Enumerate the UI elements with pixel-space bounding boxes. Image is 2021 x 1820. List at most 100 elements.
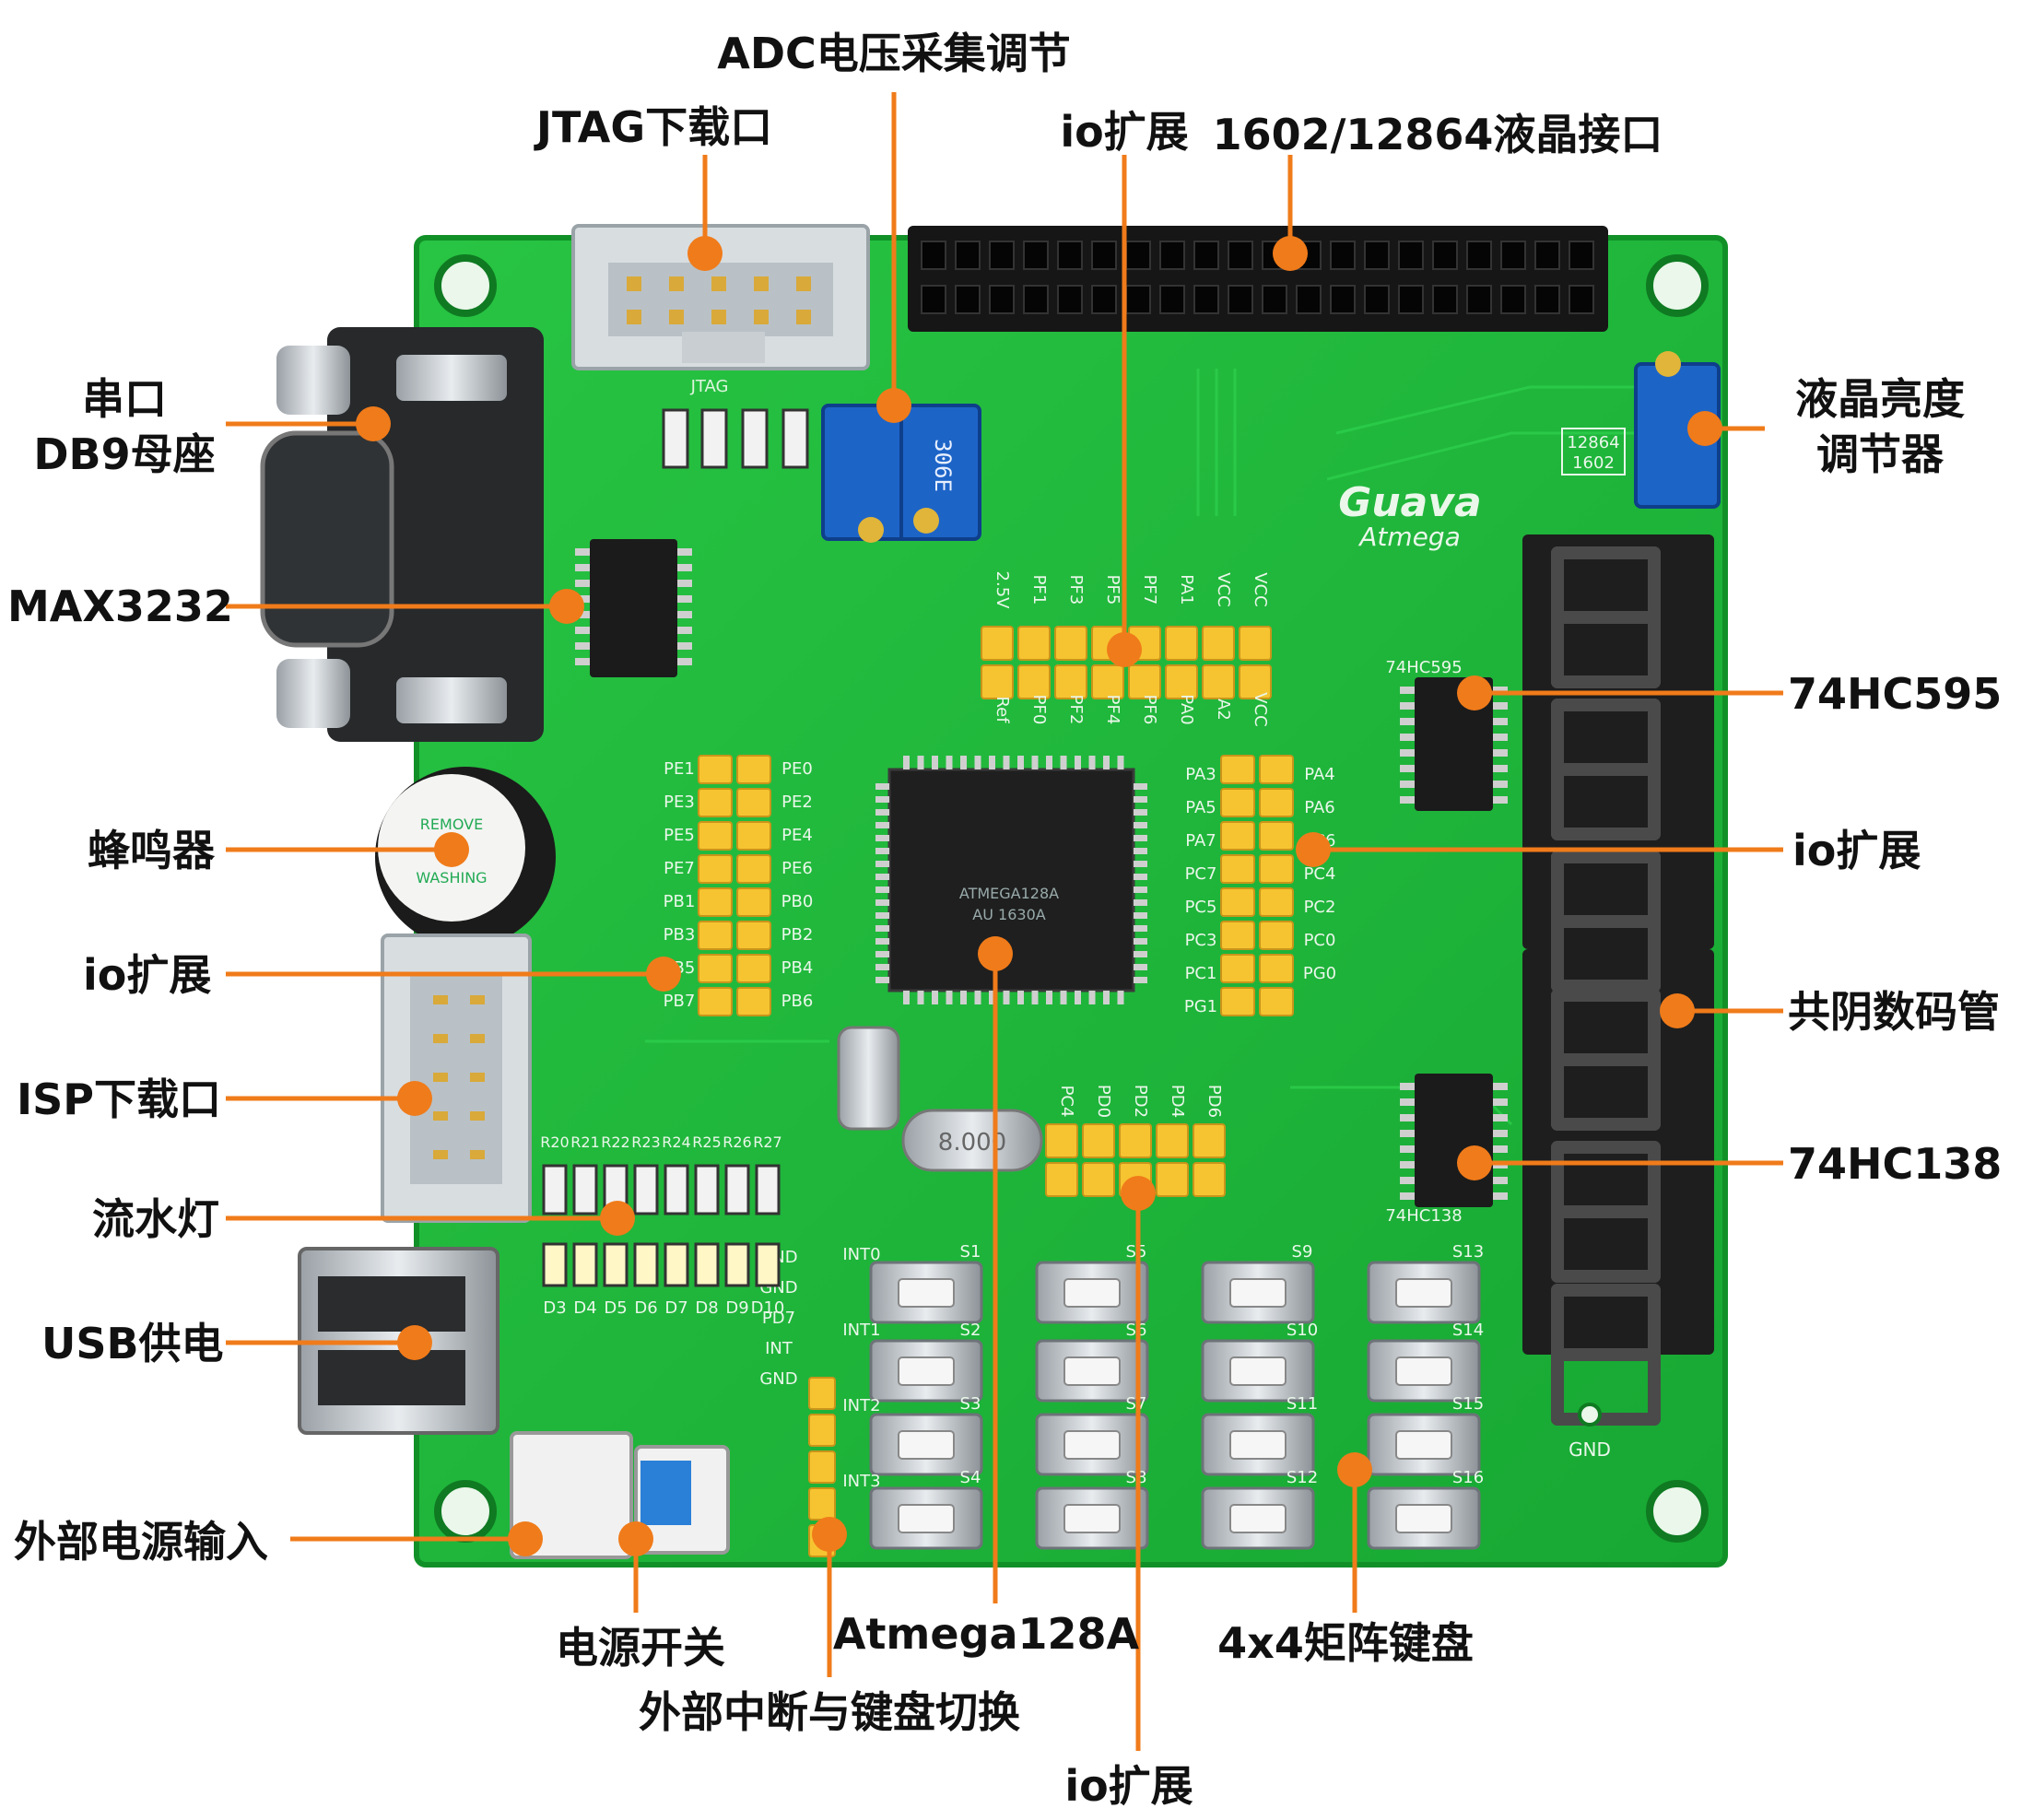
chip-leg <box>1134 925 1147 932</box>
isp-pin <box>470 1073 485 1082</box>
chip-leg <box>677 627 692 634</box>
lcd-socket <box>1057 285 1083 314</box>
chip-leg <box>1493 734 1508 741</box>
pin-label: PA0 <box>1177 694 1196 724</box>
key-label: S14 <box>1452 1321 1484 1340</box>
chip-leg <box>1400 702 1415 710</box>
key-cap <box>898 1278 955 1308</box>
lcd-socket <box>1193 285 1219 314</box>
chip-leg <box>1134 899 1147 906</box>
chip-leg <box>1088 991 1096 1004</box>
header-pin <box>1220 887 1255 917</box>
isp-pin <box>433 1034 448 1043</box>
jtag-connector: JTAG <box>571 224 870 396</box>
chip-leg <box>575 658 590 665</box>
key-cap <box>1229 1278 1287 1308</box>
header-pin <box>1259 821 1294 851</box>
chip-leg <box>875 887 889 893</box>
lcd-socket <box>1500 285 1526 314</box>
label-power-switch: 电源开关 <box>556 1623 725 1673</box>
isp-pin <box>433 1073 448 1082</box>
resistor-label: R24 <box>662 1133 690 1151</box>
chip-leg <box>875 848 889 854</box>
callout-dot <box>549 589 584 624</box>
key-label: S10 <box>1287 1321 1318 1340</box>
pin-label: PB6 <box>781 992 814 1011</box>
pin-label: PE3 <box>664 793 695 812</box>
pin-label: PG1 <box>1184 997 1217 1016</box>
chip-leg <box>677 595 692 603</box>
key-cap <box>1063 1356 1121 1386</box>
label-adc: ADC电压采集调节 <box>717 29 1071 78</box>
lcd-socket <box>1569 241 1594 270</box>
lcd-socket <box>1057 241 1083 270</box>
pin-label: GND <box>759 1369 797 1389</box>
pin-label: PE5 <box>664 826 695 845</box>
pin-label: PF2 <box>1066 695 1086 725</box>
vr1-line1: 12864 <box>1567 433 1619 452</box>
label-ext-power: 外部电源输入 <box>14 1517 268 1567</box>
callout-dot <box>1296 832 1331 867</box>
header-pin <box>1082 1123 1115 1158</box>
pin-label: PA6 <box>1304 798 1334 817</box>
pin-label: PC3 <box>1185 931 1217 950</box>
pin-label: PA1 <box>1177 574 1196 605</box>
lcd-socket <box>1466 241 1492 270</box>
header-pin <box>1259 987 1294 1016</box>
adc-potentiometers: 306E <box>821 404 981 543</box>
pin-label: PD7 <box>762 1309 795 1328</box>
label-io-bottom: io扩展 <box>1064 1761 1193 1811</box>
chip-leg <box>1103 991 1110 1004</box>
pin-label: PF0 <box>1029 695 1049 725</box>
key-cap <box>1395 1430 1452 1460</box>
led <box>542 1242 568 1287</box>
header-pin <box>736 954 771 983</box>
chip-leg <box>1075 991 1081 1004</box>
isp-pin <box>470 1150 485 1159</box>
header-pin <box>1119 1123 1152 1158</box>
resistor <box>724 1164 750 1215</box>
label-int-switch: 外部中断与键盘切换 <box>639 1687 1020 1737</box>
callout-dot <box>1107 632 1142 667</box>
chip-leg <box>677 658 692 665</box>
chip-leg <box>1493 1114 1508 1121</box>
chip-leg <box>1493 749 1508 757</box>
pin-label: PF3 <box>1066 575 1086 605</box>
brand-sub: Atmega <box>1357 522 1461 552</box>
int-label: INT0 <box>842 1245 880 1264</box>
resistor-label: R20 <box>540 1133 569 1151</box>
label-seg-display: 共阴数码管 <box>1788 987 2000 1037</box>
pin-label: PD4 <box>1168 1085 1187 1118</box>
led <box>603 1242 629 1287</box>
chip-leg <box>1134 848 1147 854</box>
key-cap <box>898 1504 955 1533</box>
callout-dot <box>978 936 1013 971</box>
label-led-flow: 流水灯 <box>92 1194 219 1244</box>
header-pin <box>1259 954 1294 983</box>
lcd-socket <box>1466 285 1492 314</box>
jtag-pin <box>669 310 684 324</box>
chip-leg <box>1060 991 1067 1004</box>
pin-label: PC2 <box>1304 898 1336 917</box>
pin-label: PC7 <box>1185 864 1217 884</box>
header-pin <box>1220 921 1255 950</box>
header-pin <box>736 921 771 950</box>
header-pin <box>698 954 733 983</box>
chip-leg <box>1493 1145 1508 1153</box>
led-label: D7 <box>664 1298 687 1318</box>
pin-label: PB2 <box>781 925 814 945</box>
header-pin <box>1156 1162 1189 1197</box>
callout-dot <box>397 1325 432 1360</box>
pin-label: PA5 <box>1185 798 1216 817</box>
key-label: S13 <box>1452 1242 1484 1262</box>
pin-label: VCC <box>1251 692 1270 726</box>
atmega128a-chip: ATMEGA128A AU 1630A <box>875 756 1147 1004</box>
key-label: S9 <box>1292 1242 1313 1262</box>
header-pin <box>1193 1123 1226 1158</box>
buzzer-silk: REMOVE <box>420 816 483 833</box>
header-pin <box>698 887 733 917</box>
led <box>724 1242 750 1287</box>
chip-leg <box>575 580 590 587</box>
header-pin <box>1259 921 1294 950</box>
